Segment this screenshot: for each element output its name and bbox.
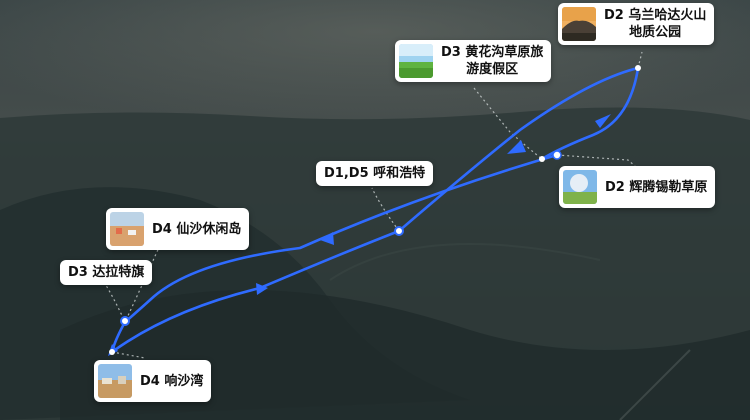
- stop-name: D4 响沙湾: [140, 373, 204, 389]
- leader-line-xiangsha: [111, 351, 146, 359]
- route-hohhot-to-ulanhada: [397, 66, 640, 233]
- leader-line-hohhot: [371, 187, 400, 232]
- stop-name-line-2: 游度假区: [466, 62, 519, 77]
- arrow-icon: [256, 283, 268, 295]
- stop-dot-ulanhada: [635, 65, 641, 71]
- grassland-photo-icon: [399, 44, 433, 78]
- stop-label-xiangsha[interactable]: D4 响沙湾: [94, 360, 212, 402]
- stop-dot-xiangsha: [109, 349, 115, 355]
- stop-name-line-2: 地质公园: [629, 25, 682, 40]
- stop-label-huanghua[interactable]: D3 黄花沟草原旅 游度假区: [395, 40, 552, 82]
- stop-name: D3 达拉特旗: [68, 265, 145, 280]
- stop-label-dalate[interactable]: D3 达拉特旗: [60, 260, 153, 285]
- stop-name-line-1: D2 乌兰哈达火山: [604, 8, 707, 23]
- stop-name: D1,D5 呼和浩特: [324, 166, 426, 181]
- stop-markers: [109, 65, 641, 355]
- stop-dot-dalate: [120, 316, 130, 326]
- leader-line-dalate: [103, 281, 125, 321]
- stop-dot-huanghua: [539, 156, 545, 162]
- stop-name: D4 仙沙休闲岛: [152, 221, 242, 237]
- arrow-icon: [320, 232, 334, 245]
- stop-label-ulanhada[interactable]: D2 乌兰哈达火山 地质公园: [558, 3, 715, 45]
- stop-label-huiteng[interactable]: D2 辉腾锡勒草原: [559, 166, 716, 208]
- stop-label-xiansha[interactable]: D4 仙沙休闲岛: [106, 208, 250, 250]
- leader-line-xiansha: [125, 244, 161, 321]
- arrow-icon: [595, 114, 611, 128]
- grassland-sky-photo-icon: [563, 170, 597, 204]
- stop-dot-huiteng: [552, 150, 562, 160]
- arrow-icon: [507, 140, 526, 154]
- stop-dot-hohhot: [394, 226, 404, 236]
- desert-town-photo-icon: [98, 364, 132, 398]
- stop-label-hohhot[interactable]: D1,D5 呼和浩特: [316, 161, 434, 186]
- desert-resort-photo-icon: [110, 212, 144, 246]
- leader-line-huanghua: [473, 87, 543, 160]
- leader-lines: [103, 51, 643, 359]
- stop-name: D2 辉腾锡勒草原: [605, 179, 708, 195]
- volcano-photo-icon: [562, 7, 596, 41]
- stop-name-line-1: D3 黄花沟草原旅: [441, 45, 544, 60]
- leader-line-huiteng: [556, 154, 636, 167]
